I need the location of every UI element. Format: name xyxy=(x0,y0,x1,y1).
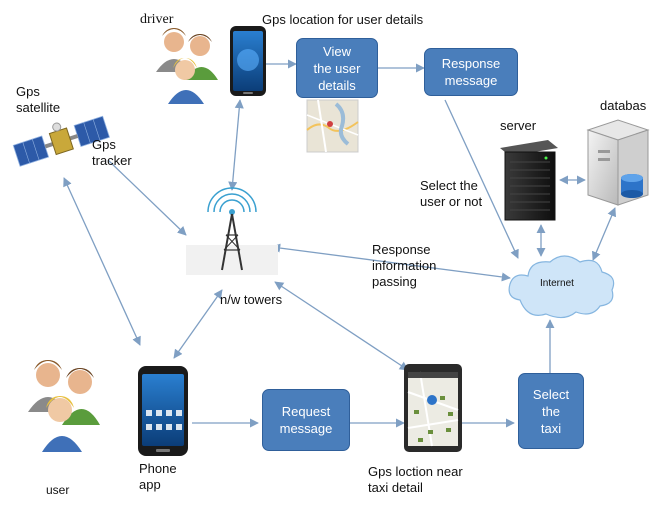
taxi-gps-phone-icon xyxy=(404,364,462,452)
driver-phone-icon xyxy=(230,26,266,96)
user-people-icon xyxy=(28,360,100,452)
gps-location-user-details-label: Gps location for user details xyxy=(262,12,424,27)
driver-people-icon xyxy=(156,28,218,104)
user-label: user xyxy=(46,483,70,497)
arrow-phone-tower xyxy=(173,289,223,359)
gps-location-near-taxi-label: Gps loction near taxi detail xyxy=(368,464,463,495)
nw-towers-label: n/w towers xyxy=(220,292,283,307)
internet-label: Internet xyxy=(540,278,574,289)
connector-arrows xyxy=(63,59,616,428)
select-user-or-not-label: Select the user or not xyxy=(420,178,483,209)
server-icon xyxy=(500,140,558,221)
internet-cloud-icon xyxy=(508,255,615,319)
arrow-tower-internet xyxy=(271,243,511,282)
response-information-passing-label: Response information passing xyxy=(372,242,437,289)
network-tower-icon xyxy=(186,187,278,275)
gps-tracker-label: Gps tracker xyxy=(92,137,132,168)
arrow-satellite-phone xyxy=(63,177,141,346)
response-message-box: Response message xyxy=(424,48,518,96)
database-label: databas xyxy=(600,98,647,113)
arrow-tower-taxi-gps xyxy=(274,281,409,371)
arrow-database-internet xyxy=(592,207,616,261)
database-icon xyxy=(586,119,650,206)
arrow-driver-phone-tower xyxy=(228,99,244,191)
arrow-response-to-internet xyxy=(444,99,519,259)
phone-app-label: Phone app xyxy=(139,461,177,492)
gps-satellite-label: Gps satellite xyxy=(16,84,61,115)
select-taxi-box: Select the taxi xyxy=(518,373,584,449)
driver-label: driver xyxy=(140,12,174,27)
arrow-satellite-tower xyxy=(107,159,187,236)
map-thumbnail xyxy=(306,99,359,153)
view-user-details-box: View the user details xyxy=(296,38,378,98)
gps-satellite-icon xyxy=(12,115,110,167)
server-label: server xyxy=(500,118,537,133)
user-phone-icon xyxy=(138,366,188,456)
request-message-box: Request message xyxy=(262,389,350,451)
